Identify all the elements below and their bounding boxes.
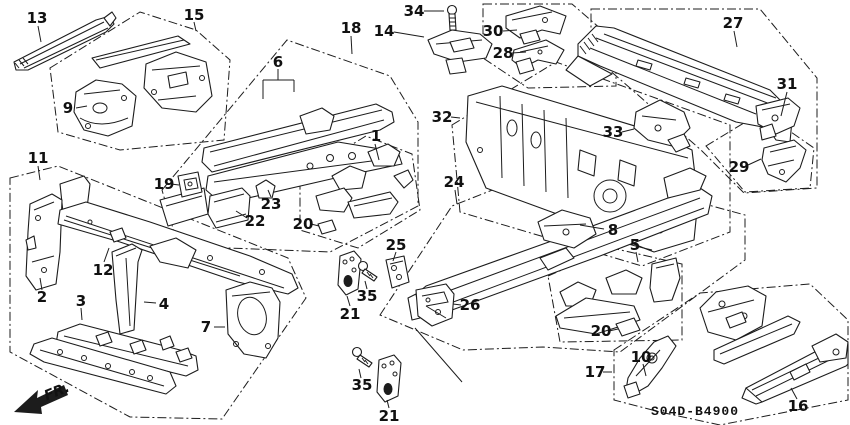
- part-callout-27: 27: [722, 14, 744, 32]
- part-6-rails-sketch: [159, 103, 403, 227]
- part-callout-29: 29: [728, 158, 750, 176]
- part-30-sketch: [505, 5, 567, 45]
- part-12-rail-sketch: [57, 201, 299, 295]
- part-callout-14: 14: [373, 22, 395, 40]
- part-callout-20: 20: [590, 322, 612, 340]
- part-35b-bolt-sketch: [351, 346, 373, 368]
- part-callout-12: 12: [92, 261, 114, 279]
- group-box-24: [379, 163, 746, 353]
- part-callout-30: 30: [482, 22, 504, 40]
- part-9-and-15-sketch: [73, 35, 213, 137]
- fr-direction-arrow: [14, 385, 68, 414]
- part-callout-4: 4: [158, 295, 170, 313]
- part-callout-35: 35: [356, 287, 378, 305]
- leader-lines: [37, 10, 798, 409]
- part-callout-17: 17: [584, 363, 606, 381]
- part-callout-9: 9: [62, 99, 74, 117]
- part-callout-25: 25: [385, 236, 407, 254]
- part-callout-5: 5: [629, 236, 641, 254]
- part-callout-8: 8: [607, 221, 619, 239]
- part-callout-1: 1: [370, 127, 382, 145]
- part-callout-23: 23: [260, 195, 282, 213]
- part-21b-plate-sketch: [376, 354, 402, 403]
- part-13-sketch: [13, 11, 117, 71]
- part-callout-2: 2: [36, 288, 48, 306]
- part-7-sketch: [225, 281, 281, 359]
- part-25-sketch: [385, 255, 410, 289]
- part-callout-18: 18: [340, 19, 362, 37]
- part-29-sketch: [761, 139, 807, 183]
- part-callout-16: 16: [787, 397, 809, 415]
- group-box-11: [9, 165, 307, 420]
- part-callout-35: 35: [351, 376, 373, 394]
- part-callout-6: 6: [272, 53, 284, 71]
- part-3-crossmember-sketch: [29, 323, 199, 395]
- part-callout-21: 21: [378, 407, 400, 425]
- part-callout-22: 22: [244, 212, 266, 230]
- part-callout-11: 11: [27, 149, 49, 167]
- part-8-sketch: [537, 209, 597, 249]
- part-23-sketch: [255, 179, 276, 199]
- part-10-sketch: [623, 335, 677, 399]
- part-callout-26: 26: [459, 296, 481, 314]
- part-callout-3: 3: [75, 292, 87, 310]
- part-callout-10: 10: [630, 348, 652, 366]
- part-34-bolt-sketch: [446, 4, 458, 31]
- diagram-code: S04D-B4900: [650, 404, 739, 419]
- part-callout-31: 31: [776, 75, 798, 93]
- part-31-sketch: [755, 97, 801, 141]
- part-21a-plate-sketch: [337, 250, 362, 296]
- part-22-sketch: [207, 187, 251, 229]
- part-callout-7: 7: [200, 318, 212, 336]
- part-28-sketch: [511, 39, 565, 75]
- group-box-15: [49, 11, 231, 151]
- group-box-30: [482, 3, 617, 89]
- part-16-rail-sketch: [741, 333, 849, 405]
- part-callout-15: 15: [183, 6, 205, 24]
- part-callout-21: 21: [339, 305, 361, 323]
- part-17-group-sketch: [699, 285, 801, 365]
- part-33-sketch: [633, 99, 691, 153]
- part-24-rail-sketch: [407, 167, 713, 321]
- part-35a-bolt-sketch: [357, 260, 378, 282]
- part-callout-28: 28: [492, 44, 514, 62]
- connector-line: [414, 327, 463, 383]
- part-2-sketch: [25, 175, 91, 291]
- part-callout-32: 32: [431, 108, 453, 126]
- part-4-stay-sketch: [111, 243, 143, 335]
- part-callout-24: 24: [443, 173, 465, 191]
- part-callout-34: 34: [403, 2, 425, 20]
- part-5-group-sketch: [555, 257, 681, 337]
- part-19-sketch: [177, 171, 203, 198]
- part-26-sketch: [415, 283, 455, 327]
- part-callout-20: 20: [292, 215, 314, 233]
- group-box-1: [299, 135, 421, 249]
- part-callout-13: 13: [26, 9, 48, 27]
- part-callout-19: 19: [153, 175, 175, 193]
- part-14-sketch: [427, 29, 493, 75]
- part-callout-33: 33: [602, 123, 624, 141]
- part-1-group-sketch: [315, 143, 414, 235]
